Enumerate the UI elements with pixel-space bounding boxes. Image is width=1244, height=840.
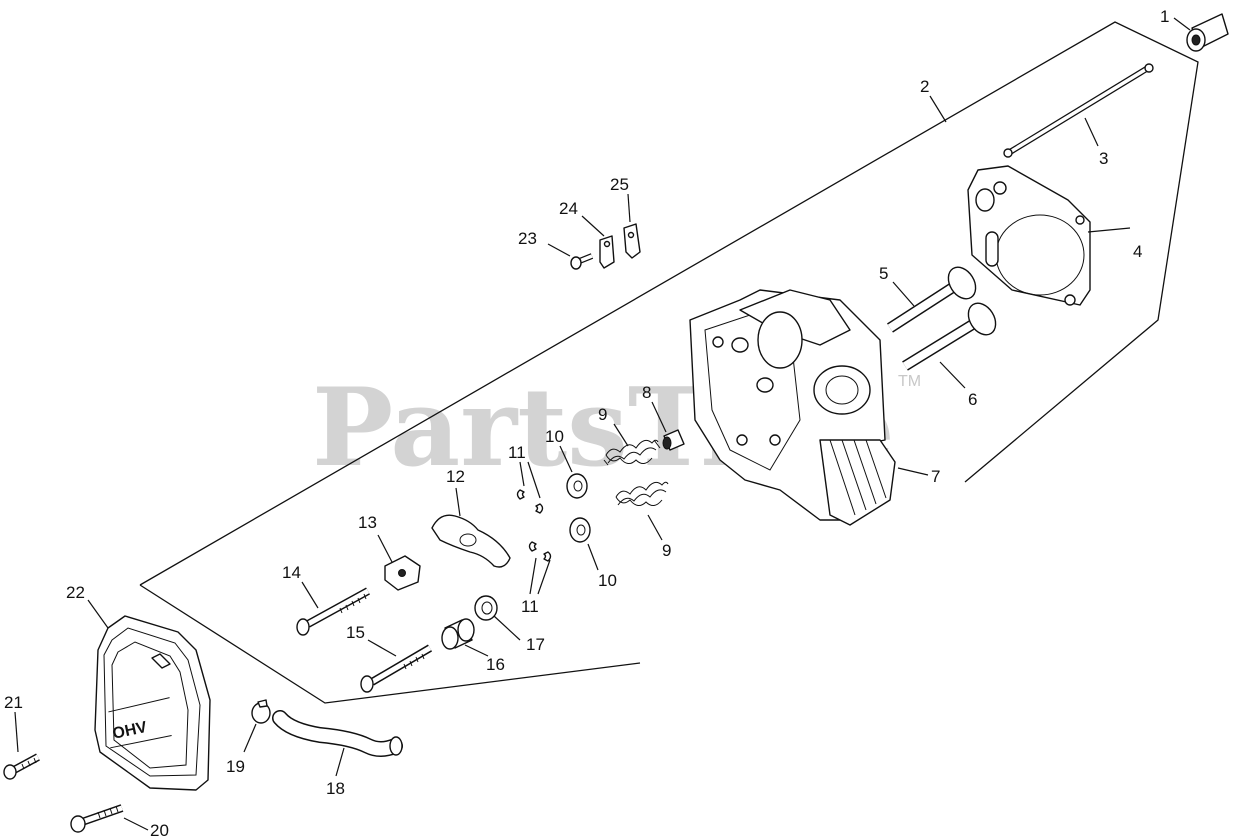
part-17-washer[interactable] [474,595,498,621]
callout-5[interactable]: 5 [879,264,888,283]
callout-11b[interactable]: 11 [521,597,539,616]
leader-lines [14,17,1191,831]
callout-22[interactable]: 22 [66,583,85,602]
part-callouts: 1 2 3 4 5 6 7 8 9 9 10 10 11 11 12 13 14… [4,7,1169,840]
callout-24[interactable]: 24 [559,199,578,218]
callout-12[interactable]: 12 [446,467,465,486]
callout-23[interactable]: 23 [518,229,537,248]
part-5-intake-valve[interactable] [887,262,981,333]
callout-3[interactable]: 3 [1099,149,1108,168]
cover-ohv-label: OHV [111,719,149,743]
part-24-bracket[interactable] [599,235,615,269]
part-11-keepers-lower[interactable] [528,541,552,562]
watermark-tm: TM [898,373,921,390]
callout-20[interactable]: 20 [150,821,169,840]
callout-25[interactable]: 25 [610,175,629,194]
callout-10a[interactable]: 10 [545,427,564,446]
part-9-valve-spring-lower[interactable] [615,481,669,506]
part-4-head-gasket[interactable] [967,165,1091,306]
callout-8[interactable]: 8 [642,383,651,402]
part-18-breather-hose[interactable] [272,710,403,757]
part-21-screw[interactable] [3,753,40,780]
callout-18[interactable]: 18 [326,779,345,798]
part-23-screw[interactable] [570,253,594,270]
part-3-push-rod[interactable] [1003,63,1154,158]
callout-10b[interactable]: 10 [598,571,617,590]
part-7-cylinder-head[interactable] [689,289,896,526]
callout-14[interactable]: 14 [282,563,301,582]
callout-15[interactable]: 15 [346,623,365,642]
part-19-hose-clamp[interactable] [251,699,271,724]
part-16-spacer[interactable] [441,618,475,650]
part-11-keepers-upper[interactable] [516,489,544,514]
part-10-retainer-lower[interactable] [569,517,591,543]
callout-2[interactable]: 2 [920,77,929,96]
callout-19[interactable]: 19 [226,757,245,776]
part-25-bracket[interactable] [623,223,641,259]
part-12-rocker-arm[interactable] [431,514,511,568]
callout-13[interactable]: 13 [358,513,377,532]
assembly-frame-lower [139,584,641,704]
part-20-screw[interactable] [70,804,124,833]
part-9-valve-spring-upper[interactable] [603,439,661,466]
callout-21[interactable]: 21 [4,693,23,712]
callout-17[interactable]: 17 [526,635,545,654]
callout-16[interactable]: 16 [486,655,505,674]
assembly-frame [139,21,1199,586]
part-8-stem-seal[interactable] [662,429,685,451]
callout-9b[interactable]: 9 [662,541,671,560]
callout-6[interactable]: 6 [968,390,977,409]
callout-11a[interactable]: 11 [508,443,526,462]
callout-4[interactable]: 4 [1133,242,1142,261]
part-14-stud-bolt[interactable] [296,587,370,636]
part-13-rocker-pivot[interactable] [384,555,421,591]
part-6-exhaust-valve[interactable] [902,298,1001,371]
callout-7[interactable]: 7 [931,467,940,486]
part-22-valve-cover[interactable]: OHV [94,615,211,791]
part-10-retainer-upper[interactable] [566,473,588,499]
part-15-stud-bolt[interactable] [360,644,433,693]
callout-1[interactable]: 1 [1160,7,1169,26]
callout-9a[interactable]: 9 [598,405,607,424]
part-1-fitting[interactable] [1186,13,1229,52]
